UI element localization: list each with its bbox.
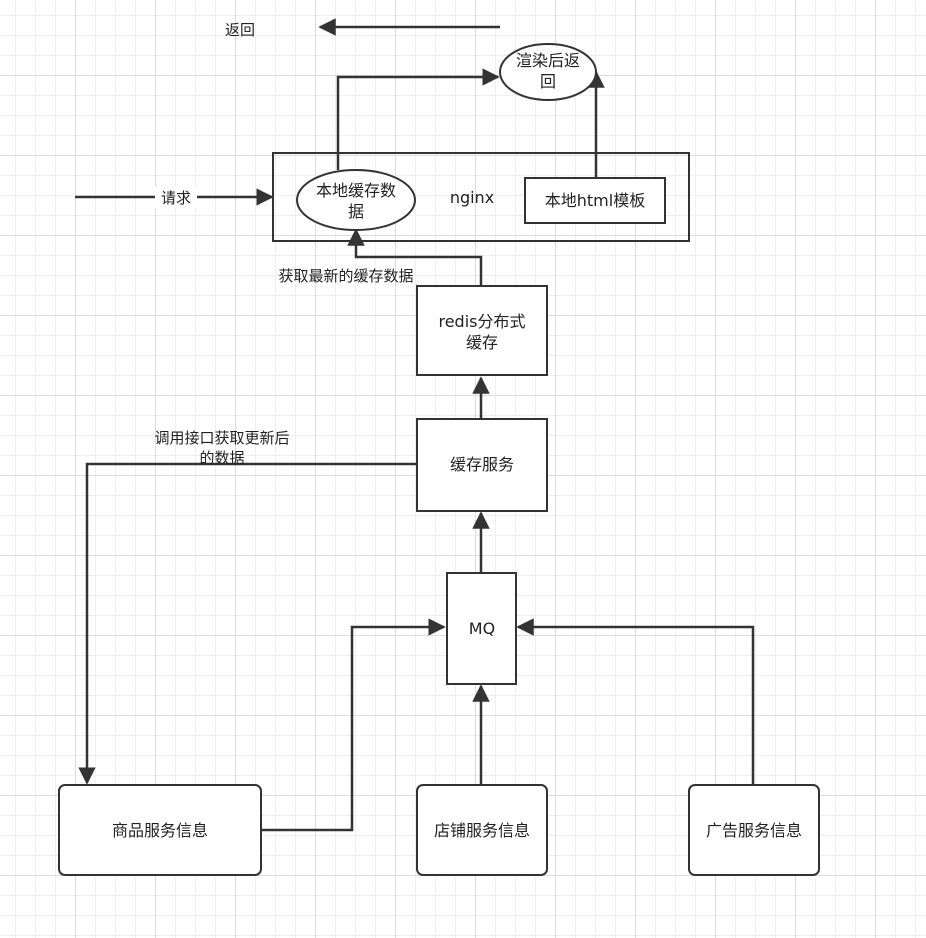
store-service-node: 店铺服务信息: [416, 784, 548, 876]
edge-redis-to-cache: [347, 228, 483, 285]
ad-service-node: 广告服务信息: [688, 784, 820, 876]
mq-node: MQ: [446, 572, 517, 685]
local-html-template-node: 本地html模板: [524, 177, 666, 224]
edge-cache-to-render: [336, 68, 500, 170]
ad-service-label: 广告服务信息: [706, 821, 802, 840]
redis-node: redis分布式 缓存: [416, 285, 548, 376]
product-service-node: 商品服务信息: [58, 784, 262, 876]
local-cache-line1: 本地缓存数: [316, 181, 396, 200]
render-return-line1: 渲染后返: [516, 51, 580, 70]
render-return-node: 渲染后返 回: [499, 43, 597, 101]
call-api-line2: 的数据: [199, 449, 244, 467]
nginx-container: [272, 152, 690, 242]
return-label: 返回: [225, 21, 255, 39]
edges: [75, 18, 755, 832]
request-label-bg: [155, 186, 197, 208]
cache-service-label: 缓存服务: [450, 455, 514, 474]
mq-label: MQ: [469, 619, 495, 638]
local-html-template-label: 本地html模板: [545, 191, 645, 210]
call-api-line1: 调用接口获取更新后: [154, 429, 289, 447]
edge-service-to-product: [78, 462, 417, 785]
local-cache-line2: 据: [348, 202, 364, 221]
fetch-latest-label: 获取最新的缓存数据: [278, 267, 413, 285]
redis-line2: 缓存: [466, 333, 498, 352]
edge-product-to-mq: [262, 618, 446, 832]
edge-ad-to-mq: [516, 618, 755, 785]
store-service-label: 店铺服务信息: [434, 821, 530, 840]
product-service-label: 商品服务信息: [112, 821, 208, 840]
local-cache-node: 本地缓存数 据: [296, 169, 416, 231]
nginx-label: nginx: [450, 188, 494, 207]
request-label: 请求: [161, 189, 191, 207]
cache-service-node: 缓存服务: [416, 418, 548, 512]
redis-line1: redis分布式: [438, 312, 525, 331]
render-return-line2: 回: [540, 72, 556, 91]
